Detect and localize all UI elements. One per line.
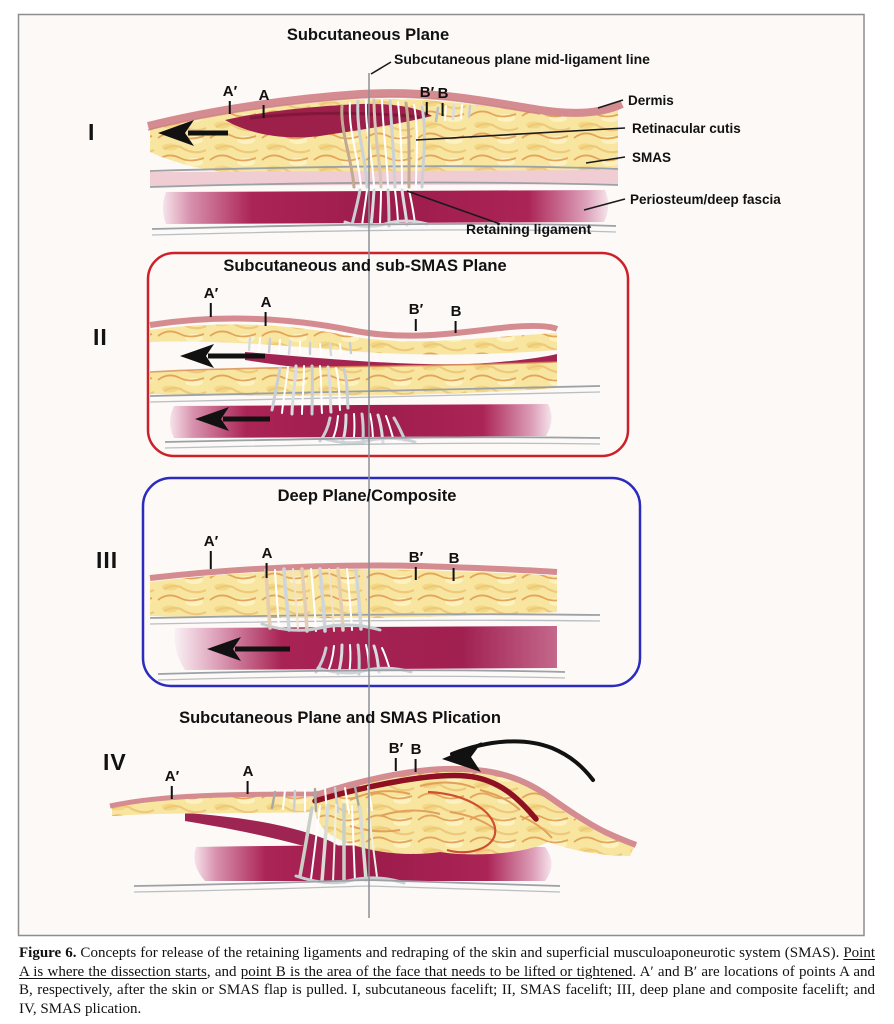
- retinacular-cutis-label: Retinacular cutis: [632, 121, 741, 136]
- smas-plication-suture-line: [312, 772, 539, 822]
- caption-part1: Concepts for release of the retaining li…: [76, 945, 844, 961]
- panel-iii-title: Deep Plane/Composite: [277, 487, 457, 505]
- subcutaneous-fringe-fibers: [247, 336, 353, 357]
- panel-ii-numeral: II: [93, 324, 108, 350]
- retinacular-cutis-fibers: [434, 103, 472, 123]
- panel-iii-highlight-box: [141, 476, 642, 688]
- panel-i-arrow: [158, 120, 228, 146]
- point-label-a-prime: A′: [204, 534, 218, 569]
- point-label-a-prime: A′: [165, 769, 179, 799]
- caption-part2: , and: [206, 963, 241, 980]
- retaining-ligament-fibers-upper: [340, 98, 426, 189]
- dermis-label: Dermis: [628, 93, 674, 108]
- fat-lobule-marbling: [349, 781, 553, 839]
- panel-ii-highlight-box: [146, 251, 630, 458]
- retaining-ligament-label: Retaining ligament: [466, 221, 592, 237]
- label-tick: [415, 759, 417, 772]
- point-label-b-prime: B′: [420, 85, 434, 115]
- panel-iv-numeral: IV: [103, 749, 127, 775]
- panel-i-title: Subcutaneous Plane: [286, 26, 450, 44]
- panel-iv-title: Subcutaneous Plane and SMAS Plication: [179, 709, 501, 727]
- panel-iv-cross-section: [109, 765, 638, 893]
- annotation-leader-lines: [370, 61, 626, 225]
- label-tick: [171, 786, 173, 799]
- label-tick: [426, 102, 428, 115]
- point-label-b-prime: B′: [409, 550, 423, 580]
- panel-ii-cross-section: [149, 315, 601, 449]
- label-tick: [229, 101, 231, 114]
- label-tick: [415, 567, 417, 580]
- point-label-a: A: [261, 295, 271, 326]
- smas-ligament-fibers: [270, 364, 350, 416]
- figure-caption: Figure 6. Concepts for release of the re…: [19, 944, 875, 1018]
- panel-iii-numeral: III: [96, 547, 119, 573]
- label-tick: [395, 758, 397, 771]
- point-label-b: B: [438, 86, 448, 116]
- panel-iii-cross-section: [149, 562, 601, 681]
- panel-iv-curved-arrow: [442, 739, 595, 782]
- panel-iii-deep-plane-arrow: [207, 637, 290, 661]
- label-tick: [266, 563, 268, 578]
- label-tick: [415, 319, 417, 331]
- caption-underline2: point B is the area of the face that nee…: [240, 963, 633, 980]
- label-tick: [453, 568, 455, 581]
- point-label-b: B: [449, 551, 459, 581]
- smas-label: SMAS: [632, 150, 672, 165]
- point-label-b-prime: B′: [389, 741, 403, 771]
- label-tick: [265, 312, 267, 326]
- point-label-a: A: [259, 88, 269, 118]
- panel-i-cross-section: [147, 89, 624, 236]
- label-tick: [455, 321, 457, 333]
- point-label-b: B: [411, 742, 421, 772]
- label-tick: [210, 303, 212, 317]
- periosteum-deep-fascia-label: Periosteum/deep fascia: [630, 192, 781, 207]
- mid-ligament-line-label: Subcutaneous plane mid-ligament line: [394, 51, 650, 67]
- label-tick: [210, 551, 212, 569]
- panel-ii-subcutaneous-arrow: [180, 344, 265, 368]
- traction-arrows: [158, 120, 595, 782]
- point-label-b-prime: B′: [409, 302, 423, 331]
- panel-i-numeral: I: [88, 119, 96, 145]
- smas-fold-outline: [427, 790, 497, 854]
- caption-part3: . A′ and B′ are locations of points A an…: [19, 963, 875, 1017]
- point-label-a-prime: A′: [204, 286, 218, 317]
- label-tick: [263, 105, 265, 118]
- panel-ii-title: Subcutaneous and sub-SMAS Plane: [223, 257, 507, 275]
- point-label-b: B: [451, 304, 461, 333]
- caption-underline1: Point A is where the dissection starts: [19, 945, 876, 980]
- point-label-a-prime: A′: [223, 84, 237, 114]
- deep-plane-fiber-fan: [260, 567, 382, 633]
- label-tick: [247, 781, 249, 794]
- label-tick: [442, 103, 444, 116]
- figure-caption-label: Figure 6.: [19, 945, 77, 961]
- point-label-a: A: [243, 764, 253, 794]
- point-label-a: A: [262, 546, 272, 578]
- panel-ii-subsmas-arrow: [195, 407, 270, 431]
